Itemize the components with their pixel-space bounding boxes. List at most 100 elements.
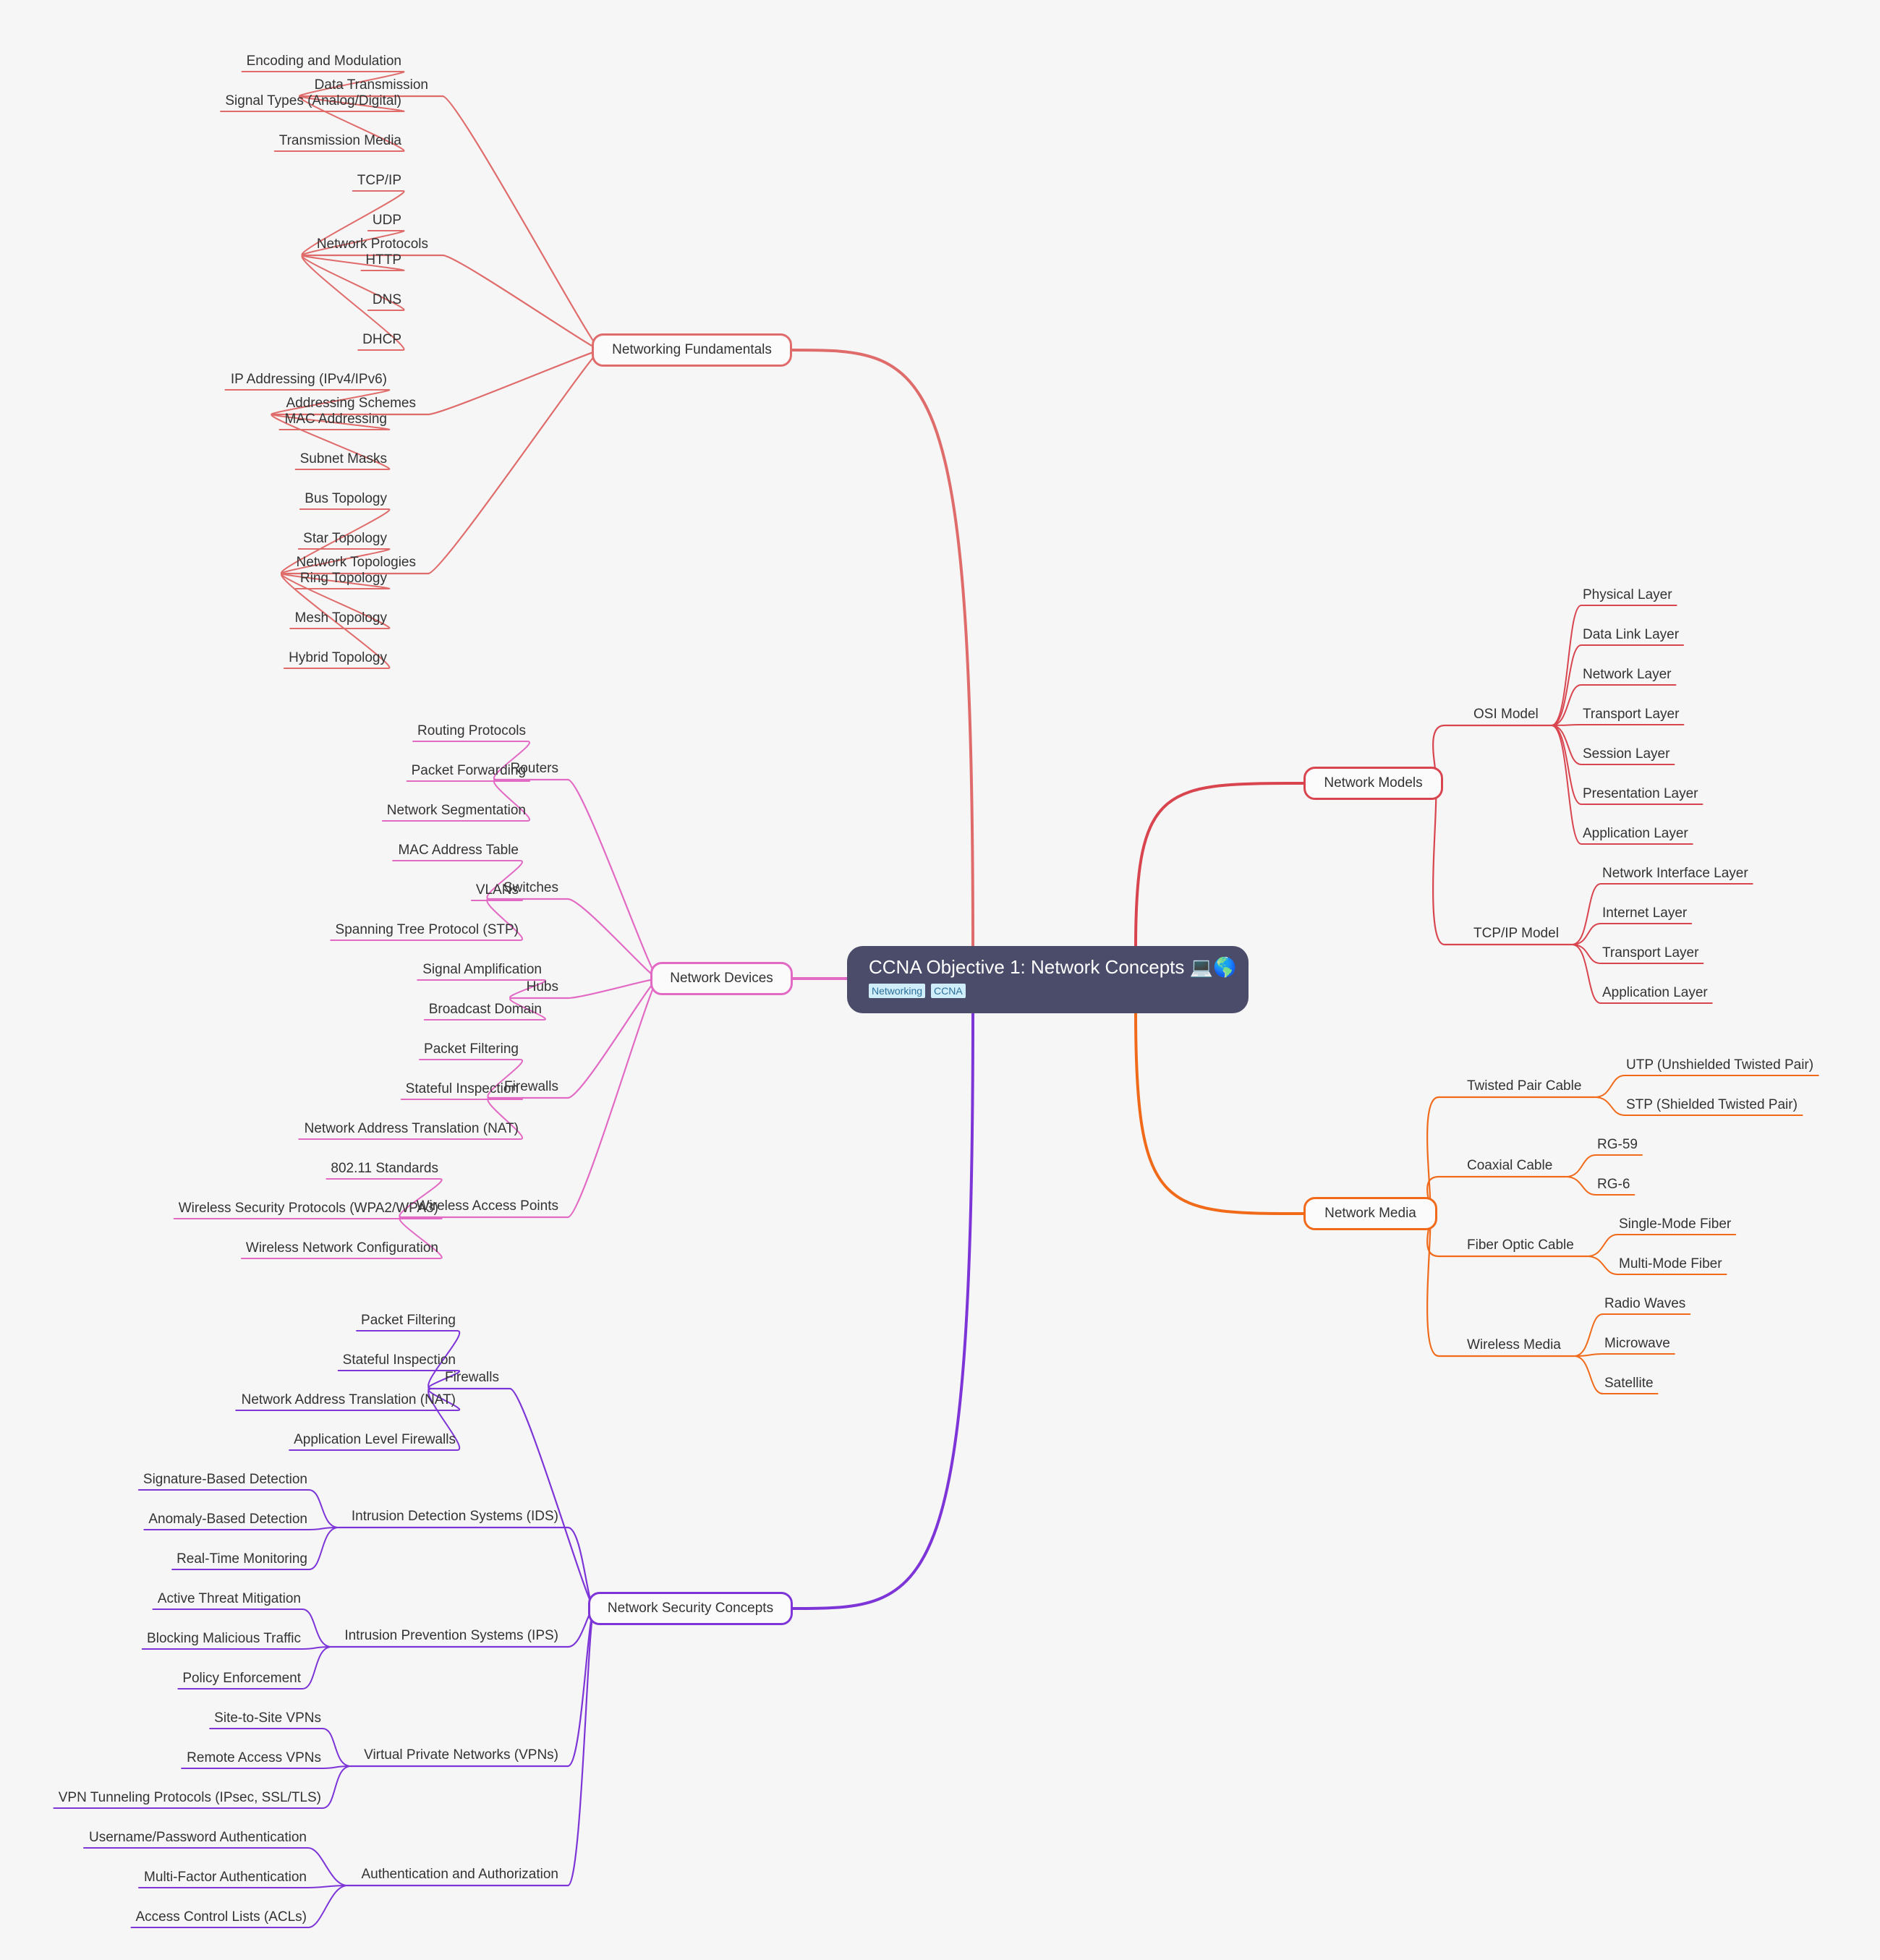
branch-networking-fundamentals[interactable]: Networking Fundamentals [592, 333, 792, 367]
item-networking-fundamentals-addressing-schemes-subnet-masks[interactable]: Subnet Masks [299, 451, 387, 466]
item-networking-fundamentals-network-protocols-tcp-ip[interactable]: TCP/IP [357, 173, 401, 188]
item-network-security-concepts-firewalls-packet-filtering[interactable]: Packet Filtering [361, 1313, 456, 1328]
group-network-security-concepts-authentication-and-authorization[interactable]: Authentication and Authorization [361, 1867, 558, 1882]
item-network-media-fiber-optic-cable-multi-mode-fiber[interactable]: Multi-Mode Fiber [1619, 1256, 1722, 1271]
group-network-media-twisted-pair-cable[interactable]: Twisted Pair Cable [1467, 1078, 1582, 1094]
item-network-devices-wireless-access-points-wireless-network-configuration[interactable]: Wireless Network Configuration [245, 1240, 438, 1256]
group-network-devices-switches[interactable]: Switches [503, 880, 558, 895]
item-networking-fundamentals-network-topologies-mesh-topology[interactable]: Mesh Topology [294, 610, 387, 626]
item-network-models-osi-model-data-link-layer[interactable]: Data Link Layer [1583, 627, 1680, 642]
group-network-models-osi-model[interactable]: OSI Model [1473, 707, 1539, 722]
group-network-models-tcp-ip-model[interactable]: TCP/IP Model [1473, 926, 1559, 941]
item-network-security-concepts-intrusion-prevention-systems-ips-policy-enforcement[interactable]: Policy Enforcement [182, 1671, 301, 1686]
group-network-devices-hubs[interactable]: Hubs [526, 979, 558, 994]
tag-ccna[interactable]: CCNA [931, 984, 966, 998]
item-network-media-coaxial-cable-rg-59[interactable]: RG-59 [1597, 1137, 1638, 1152]
group-network-devices-wireless-access-points[interactable]: Wireless Access Points [416, 1198, 558, 1214]
group-network-security-concepts-virtual-private-networks-vpns[interactable]: Virtual Private Networks (VPNs) [364, 1747, 558, 1763]
root-node[interactable]: CCNA Objective 1: Network Concepts 💻🌎 Ne… [847, 946, 1249, 1013]
item-networking-fundamentals-data-transmission-signal-types-analog-digital[interactable]: Signal Types (Analog/Digital) [225, 93, 401, 108]
group-networking-fundamentals-network-protocols[interactable]: Network Protocols [316, 237, 428, 252]
group-network-media-wireless-media[interactable]: Wireless Media [1467, 1337, 1561, 1352]
item-network-devices-wireless-access-points-wireless-security-protocols-wpa2-wpa3[interactable]: Wireless Security Protocols (WPA2/WPA3) [178, 1201, 438, 1216]
item-network-security-concepts-authentication-and-authorization-multi-factor-authentication[interactable]: Multi-Factor Authentication [144, 1870, 307, 1885]
group-networking-fundamentals-network-topologies[interactable]: Network Topologies [296, 555, 416, 570]
connector-root-network-models [1134, 782, 1305, 949]
item-networking-fundamentals-network-topologies-ring-topology[interactable]: Ring Topology [299, 571, 387, 586]
connector-network-security-concepts-intrusion-detection-systems-ids [337, 1526, 596, 1610]
connector-network-security-concepts-intrusion-prevention-systems-ips-item-2 [177, 1646, 333, 1690]
branch-network-security-concepts[interactable]: Network Security Concepts [588, 1592, 793, 1625]
branch-network-devices[interactable]: Network Devices [650, 962, 793, 995]
group-network-security-concepts-intrusion-detection-systems-ids[interactable]: Intrusion Detection Systems (IDS) [351, 1509, 558, 1524]
item-network-devices-routers-network-segmentation[interactable]: Network Segmentation [386, 803, 526, 818]
item-network-media-twisted-pair-cable-stp-shielded-twisted-pair[interactable]: STP (Shielded Twisted Pair) [1626, 1097, 1798, 1112]
item-network-media-wireless-media-radio-waves[interactable]: Radio Waves [1604, 1296, 1686, 1311]
item-network-security-concepts-intrusion-prevention-systems-ips-blocking-malicious-traffic[interactable]: Blocking Malicious Traffic [147, 1631, 301, 1646]
item-networking-fundamentals-network-protocols-dns[interactable]: DNS [372, 292, 401, 307]
group-network-devices-routers[interactable]: Routers [510, 761, 558, 776]
group-network-devices-firewalls[interactable]: Firewalls [504, 1079, 558, 1094]
item-network-devices-wireless-access-points-802-11-standards[interactable]: 802.11 Standards [331, 1161, 438, 1176]
item-network-devices-switches-mac-address-table[interactable]: MAC Address Table [398, 843, 519, 858]
item-networking-fundamentals-network-topologies-hybrid-topology[interactable]: Hybrid Topology [289, 650, 387, 665]
item-network-devices-routers-routing-protocols[interactable]: Routing Protocols [417, 723, 526, 738]
item-network-media-fiber-optic-cable-single-mode-fiber[interactable]: Single-Mode Fiber [1619, 1217, 1732, 1232]
item-network-models-tcp-ip-model-internet-layer[interactable]: Internet Layer [1602, 906, 1688, 921]
item-network-security-concepts-authentication-and-authorization-username-password-authentication[interactable]: Username/Password Authentication [89, 1830, 307, 1845]
item-networking-fundamentals-data-transmission-encoding-and-modulation[interactable]: Encoding and Modulation [246, 54, 401, 69]
item-network-security-concepts-virtual-private-networks-vpns-site-to-site-vpns[interactable]: Site-to-Site VPNs [214, 1710, 321, 1726]
item-network-models-osi-model-session-layer[interactable]: Session Layer [1583, 746, 1670, 762]
connector-network-media-wireless-media-item-2 [1573, 1355, 1659, 1394]
item-network-security-concepts-intrusion-detection-systems-ids-signature-based-detection[interactable]: Signature-Based Detection [143, 1472, 307, 1487]
group-networking-fundamentals-data-transmission[interactable]: Data Transmission [314, 77, 428, 93]
item-network-devices-hubs-signal-amplification[interactable]: Signal Amplification [422, 962, 542, 977]
root-tags: Networking CCNA [869, 979, 1227, 998]
item-network-security-concepts-firewalls-application-level-firewalls[interactable]: Application Level Firewalls [294, 1432, 456, 1447]
item-network-security-concepts-intrusion-prevention-systems-ips-active-threat-mitigation[interactable]: Active Threat Mitigation [157, 1591, 301, 1606]
item-network-media-coaxial-cable-rg-6[interactable]: RG-6 [1597, 1177, 1630, 1192]
connector-network-devices-firewalls-item-2 [298, 1097, 523, 1140]
item-network-devices-hubs-broadcast-domain[interactable]: Broadcast Domain [428, 1002, 542, 1017]
item-network-security-concepts-intrusion-detection-systems-ids-real-time-monitoring[interactable]: Real-Time Monitoring [176, 1551, 307, 1567]
item-network-models-osi-model-network-layer[interactable]: Network Layer [1583, 667, 1672, 682]
item-networking-fundamentals-network-protocols-http[interactable]: HTTP [365, 252, 401, 268]
item-networking-fundamentals-network-protocols-udp[interactable]: UDP [372, 213, 401, 228]
item-networking-fundamentals-network-protocols-dhcp[interactable]: DHCP [362, 332, 401, 347]
item-network-security-concepts-authentication-and-authorization-access-control-lists-acls[interactable]: Access Control Lists (ACLs) [135, 1909, 307, 1925]
item-network-models-osi-model-presentation-layer[interactable]: Presentation Layer [1583, 786, 1698, 801]
item-network-devices-switches-vlans[interactable]: VLANs [475, 882, 519, 898]
item-network-devices-routers-packet-forwarding[interactable]: Packet Forwarding [411, 763, 526, 778]
item-networking-fundamentals-addressing-schemes-ip-addressing-ipv4-ipv6[interactable]: IP Addressing (IPv4/IPv6) [230, 372, 387, 387]
item-network-security-concepts-virtual-private-networks-vpns-vpn-tunneling-protocols-ipsec-ssl-tls[interactable]: VPN Tunneling Protocols (IPsec, SSL/TLS) [58, 1790, 321, 1805]
group-network-media-fiber-optic-cable[interactable]: Fiber Optic Cable [1467, 1237, 1574, 1253]
group-network-security-concepts-firewalls[interactable]: Firewalls [445, 1370, 499, 1385]
group-networking-fundamentals-addressing-schemes[interactable]: Addressing Schemes [286, 396, 416, 411]
tag-networking[interactable]: Networking [869, 984, 926, 998]
group-network-security-concepts-intrusion-prevention-systems-ips[interactable]: Intrusion Prevention Systems (IPS) [344, 1628, 558, 1643]
item-network-models-osi-model-application-layer[interactable]: Application Layer [1583, 826, 1688, 841]
item-network-models-tcp-ip-model-application-layer[interactable]: Application Layer [1602, 985, 1708, 1000]
item-network-devices-switches-spanning-tree-protocol-stp[interactable]: Spanning Tree Protocol (STP) [335, 922, 519, 937]
item-network-models-osi-model-physical-layer[interactable]: Physical Layer [1583, 587, 1672, 602]
item-networking-fundamentals-network-topologies-star-topology[interactable]: Star Topology [303, 531, 387, 546]
item-network-security-concepts-virtual-private-networks-vpns-remote-access-vpns[interactable]: Remote Access VPNs [187, 1750, 321, 1765]
item-network-devices-firewalls-packet-filtering[interactable]: Packet Filtering [424, 1041, 519, 1057]
item-networking-fundamentals-addressing-schemes-mac-addressing[interactable]: MAC Addressing [284, 412, 387, 427]
item-network-media-wireless-media-satellite[interactable]: Satellite [1604, 1376, 1654, 1391]
item-network-models-tcp-ip-model-transport-layer[interactable]: Transport Layer [1602, 945, 1699, 960]
item-network-security-concepts-firewalls-network-address-translation-nat[interactable]: Network Address Translation (NAT) [241, 1392, 456, 1407]
item-network-models-osi-model-transport-layer[interactable]: Transport Layer [1583, 707, 1680, 722]
item-networking-fundamentals-network-topologies-bus-topology[interactable]: Bus Topology [305, 491, 387, 506]
group-network-media-coaxial-cable[interactable]: Coaxial Cable [1467, 1158, 1553, 1173]
item-network-security-concepts-firewalls-stateful-inspection[interactable]: Stateful Inspection [342, 1352, 456, 1368]
item-network-media-twisted-pair-cable-utp-unshielded-twisted-pair[interactable]: UTP (Unshielded Twisted Pair) [1626, 1057, 1814, 1073]
item-network-devices-firewalls-stateful-inspection[interactable]: Stateful Inspection [405, 1081, 519, 1096]
item-network-security-concepts-intrusion-detection-systems-ids-anomaly-based-detection[interactable]: Anomaly-Based Detection [148, 1512, 307, 1527]
item-network-media-wireless-media-microwave[interactable]: Microwave [1604, 1336, 1670, 1351]
item-networking-fundamentals-data-transmission-transmission-media[interactable]: Transmission Media [278, 133, 401, 148]
branch-network-models[interactable]: Network Models [1303, 767, 1443, 800]
item-network-models-tcp-ip-model-network-interface-layer[interactable]: Network Interface Layer [1602, 866, 1748, 881]
item-network-devices-firewalls-network-address-translation-nat[interactable]: Network Address Translation (NAT) [304, 1121, 519, 1136]
branch-network-media[interactable]: Network Media [1303, 1197, 1437, 1230]
